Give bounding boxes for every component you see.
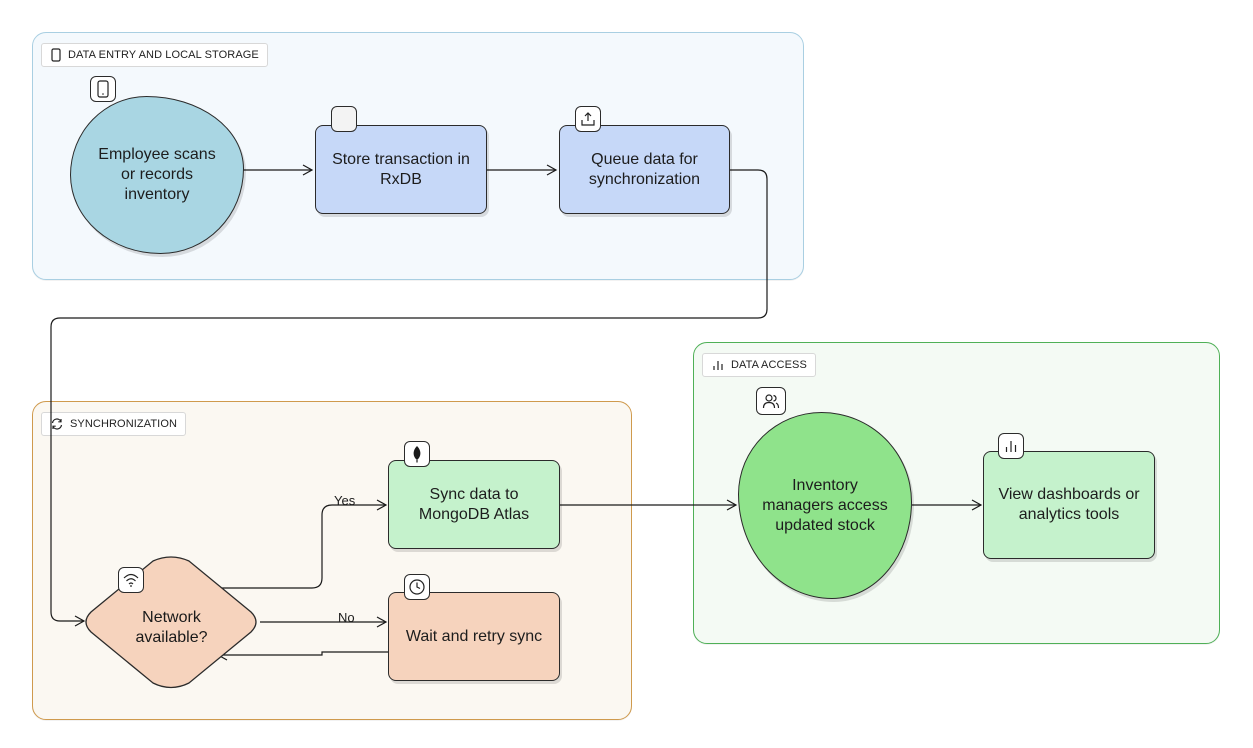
node-view-dashboards[interactable]: View dashboards or analytics tools [983, 451, 1155, 559]
node-store-transaction[interactable]: Store transaction in RxDB [315, 125, 487, 214]
phone-icon [51, 48, 61, 62]
edge-queue-to-network [50, 169, 768, 627]
node-inventory-managers[interactable]: Inventory managers access updated stock [738, 412, 912, 599]
node-inventory-managers-label: Inventory managers access updated stock [762, 476, 888, 534]
group-title-data-access: DATA ACCESS [731, 359, 807, 371]
edge-label-yes: Yes [334, 493, 356, 508]
node-network-available-label: Network available? [135, 608, 208, 646]
bar-chart-icon [998, 433, 1024, 459]
phone-icon [90, 76, 116, 102]
edge-label-no: No [338, 610, 355, 625]
group-label-data-access: DATA ACCESS [702, 353, 816, 377]
node-wait-retry-label: Wait and retry sync [405, 627, 543, 645]
users-icon [756, 387, 786, 415]
leaf-icon [404, 441, 430, 467]
refresh-icon [51, 418, 63, 430]
blank-icon [331, 106, 357, 132]
bar-chart-icon [713, 361, 723, 370]
edge-wait-to-network [216, 649, 388, 661]
upload-icon [575, 106, 601, 132]
node-wait-retry[interactable]: Wait and retry sync [388, 592, 560, 681]
node-sync-mongodb[interactable]: Sync data to MongoDB Atlas [388, 460, 560, 549]
node-employee-scans[interactable]: Employee scans or records inventory [70, 96, 244, 254]
node-store-transaction-label: Store transaction in RxDB [332, 150, 470, 188]
edge-network-yes-sync [218, 499, 388, 589]
node-queue-data[interactable]: Queue data for synchronization [559, 125, 730, 214]
group-label-data-entry: DATA ENTRY AND LOCAL STORAGE [41, 43, 268, 67]
clock-icon [404, 574, 430, 600]
node-view-dashboards-label: View dashboards or analytics tools [998, 486, 1140, 523]
node-sync-mongodb-label: Sync data to MongoDB Atlas [418, 485, 530, 523]
wifi-icon [118, 567, 144, 593]
group-title-synchronization: SYNCHRONIZATION [70, 418, 178, 430]
node-network-available[interactable]: Network available? [83, 556, 260, 689]
group-label-synchronization: SYNCHRONIZATION [41, 412, 187, 436]
node-queue-data-label: Queue data for synchronization [588, 150, 701, 188]
node-employee-scans-label: Employee scans or records inventory [98, 146, 216, 203]
group-title-data-entry: DATA ENTRY AND LOCAL STORAGE [68, 49, 259, 61]
